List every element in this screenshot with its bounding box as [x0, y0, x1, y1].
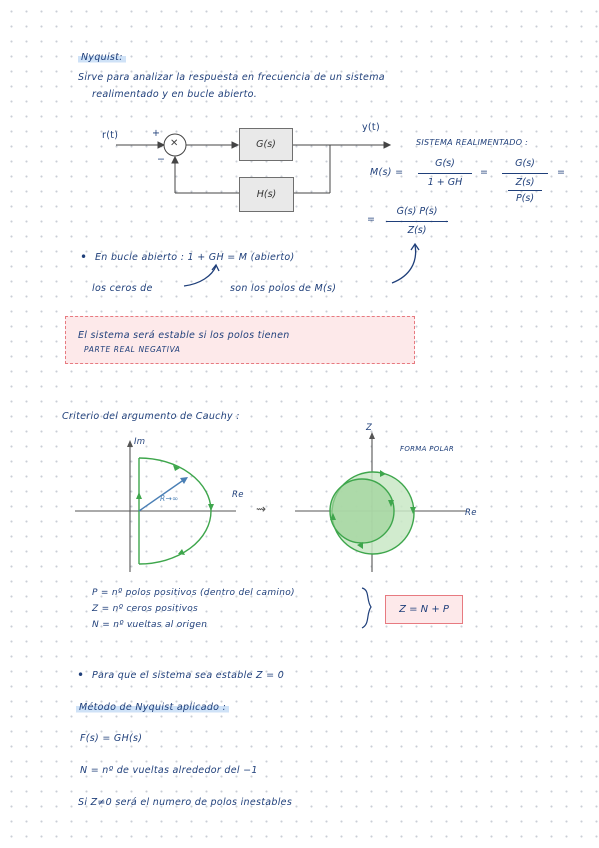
forward-block-g: G(s) [239, 128, 293, 161]
definition-n: N = nº vueltas al origen [92, 620, 208, 630]
fraction-1-numerator: G(s) [435, 158, 455, 169]
z-axis-label: Z [366, 423, 373, 433]
intro-line-2: realimentado y en bucle abierto. [92, 89, 258, 100]
zeros-left-text: los ceros de [92, 283, 153, 294]
stability-note: El sistema será estable si los polos tie… [65, 316, 415, 364]
diagram-input-label: r(t) [102, 130, 119, 141]
fraction-3-numerator: G(s) P(s) [396, 206, 438, 217]
mapping-arrow-icon: ⇝ [256, 502, 267, 516]
fraction-1-denominator: 1 + GH [427, 177, 463, 188]
real-axis-label: Re [232, 490, 244, 500]
fraction-2-numerator: G(s) [515, 158, 535, 169]
fraction-3-bar [386, 221, 448, 222]
method-n: N = nº de vueltas alrededor del −1 [80, 765, 258, 776]
fraction-2-sub-denominator: P(s) [515, 193, 535, 204]
real-axis-label-2: Re [465, 508, 477, 518]
open-loop-bullet: • [80, 250, 88, 264]
stability-note-line-2: PARTE REAL NEGATIVA [84, 345, 181, 354]
definition-p: P = nº polos positivos (dentro del camin… [92, 588, 295, 598]
fraction-2-bar [502, 173, 548, 174]
cauchy-title: Criterio del argumento de Cauchy : [62, 411, 240, 422]
method-f: F(s) = GH(s) [80, 733, 143, 744]
stability-condition: Para que el sistema sea estable Z = 0 [92, 670, 285, 681]
zeros-right-text: son los polos de M(s) [230, 283, 337, 294]
intro-line-1: Sirve para analizar la respuesta en frec… [78, 72, 385, 83]
fraction-1-bar [418, 173, 472, 174]
equals-sign-1: = [480, 167, 489, 178]
diagram-minus-sign: − [157, 154, 166, 165]
feedback-block-h: H(s) [239, 177, 294, 212]
open-loop-text: En bucle abierto : 1 + GH = M (abierto) [95, 252, 295, 263]
imaginary-axis-label: Im [134, 437, 146, 447]
stability-note-line-1: El sistema será estable si los polos tie… [78, 330, 290, 341]
method-z: Si Z≠0 será el numero de polos inestable… [78, 797, 293, 808]
fraction-3-denominator: Z(s) [407, 225, 427, 236]
diagram-plus-sign: + [152, 128, 161, 139]
polar-form-label: FORMA POLAR [400, 445, 455, 453]
diagram-output-label: y(t) [362, 122, 380, 133]
page-title: Nyquist: [78, 52, 126, 63]
stability-bullet: • [77, 668, 85, 682]
formula-box: Z = N + P [385, 595, 463, 624]
fraction-2-sub-bar [508, 190, 542, 191]
method-title: Método de Nyquist aplicado : [76, 702, 230, 713]
fraction-2-sub-numerator: Z(s) [515, 177, 535, 188]
definition-z: Z = nº ceros positivos [92, 604, 199, 614]
equals-sign-tail: = [557, 167, 566, 178]
equals-sign-2: = [367, 214, 376, 225]
closed-loop-label: SISTEMA REALIMENTADO : [416, 138, 529, 147]
m-of-s-lhs: M(s) = [370, 167, 404, 178]
radius-label: R→∞ [160, 494, 179, 503]
summer-cross-icon: ✕ [170, 138, 179, 149]
